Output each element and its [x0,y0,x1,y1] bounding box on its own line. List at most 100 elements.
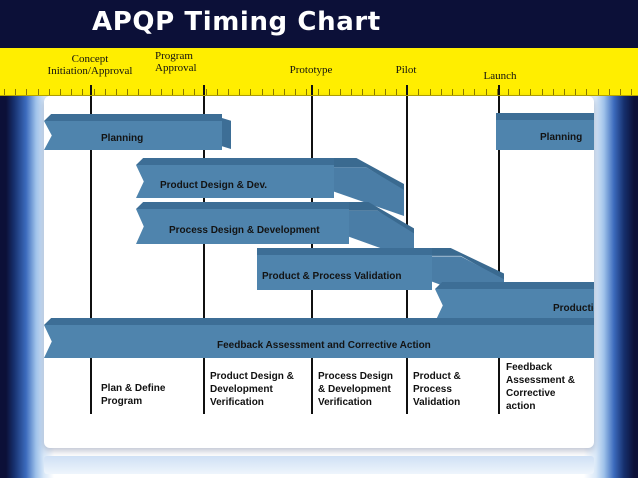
ruler-tick [15,89,16,96]
milestone-label-prototype: Prototype [289,64,333,76]
ruler-tick [441,89,442,96]
ruler-tick [138,89,139,96]
ruler-tick [161,89,162,96]
milestone-line-launch [498,96,500,408]
bar-face [257,255,432,290]
ruler-tick [553,89,554,96]
ruler-tick [452,89,453,96]
ruler-milestone-marker [90,85,92,96]
ruler-tick [374,89,375,96]
deliverable-separator-3 [311,364,313,414]
ruler-tick [49,89,50,96]
ruler-tick [418,89,419,96]
bar-top-bevel [149,158,334,165]
phase-label-planning-right: Planning [540,132,583,143]
ruler-tick [575,89,576,96]
ruler-tick [150,89,151,96]
page-title: APQP Timing Chart [92,7,381,37]
bar-face [448,289,594,322]
ruler-tick [340,89,341,96]
ruler-tick [318,89,319,96]
ruler-tick [273,89,274,96]
ruler-tick [351,89,352,96]
ruler-tick [284,89,285,96]
ruler-tick [116,89,117,96]
ruler-tick [542,89,543,96]
ruler-tick [385,89,386,96]
bar-top-bevel [57,114,222,121]
ruler-tick [463,89,464,96]
bar-face [57,121,222,150]
ruler-milestone-marker [203,85,205,96]
ruler-tick [250,89,251,96]
ruler-tick [105,89,106,96]
ruler-tick [82,89,83,96]
ruler-tick [362,89,363,96]
bar-left-notch-icon [136,209,149,244]
bar-top-bevel [149,202,349,209]
ruler-baseline [0,95,638,96]
ruler-tick [609,89,610,96]
ruler-tick [262,89,263,96]
bar-left-notch-top-icon [136,202,149,209]
milestone-label-concept-initiation-approval: Concept Initiation/Approval [47,53,133,77]
phase-bar-planning-left[interactable]: Planning [44,114,231,150]
deliverable-product-design-and-development-verification: Product Design & Development Verificatio… [210,371,294,408]
bar-top-bevel [496,113,594,120]
ruler-milestone-marker [406,85,408,96]
bar-left-notch-icon [136,165,149,198]
ruler-tick [71,89,72,96]
phase-label-product-design-and-dev: Product Design & Dev. [160,180,268,191]
ruler-tick [474,89,475,96]
ruler-tick [329,89,330,96]
phase-bar-planning-right[interactable]: Planning [496,113,594,150]
phase-bar-process-design-and-development[interactable]: Process Design & Development [136,202,349,244]
deliverable-process-design-and-development-verification: Process Design & Development Verificatio… [318,371,394,408]
deliverable-separator-4 [406,364,408,414]
ruler-tick [586,89,587,96]
deliverable-separator-1 [90,364,92,414]
ruler-tick [206,89,207,96]
ruler-tick-marks [0,85,638,96]
phase-bar-product-and-process-validation[interactable]: Product & Process Validation [257,248,432,290]
ruler-tick [631,89,632,96]
ruler-tick [239,89,240,96]
ruler-tick [620,89,621,96]
bar-top-bevel [448,282,594,289]
ruler-tick [94,89,95,96]
milestone-line-program-approval [203,96,205,408]
milestone-label-program-approval: Program Approval [155,50,197,74]
bar-left-notch-top-icon [435,282,448,289]
phase-bar-production[interactable]: Production [435,282,594,322]
title-band [0,0,638,48]
deliverable-feedback-assessment-and-corrective-action: Feedback Assessment & Corrective action [506,362,575,412]
ruler-tick [60,89,61,96]
ruler-tick [4,89,5,96]
deliverable-product-and-process-validation: Product & Process Validation [413,371,461,408]
ruler-tick [172,89,173,96]
deliverable-separator-5 [498,364,500,414]
ruler-tick [295,89,296,96]
bar-face [149,209,349,244]
bar-right-bevel [222,118,231,149]
phase-label-production: Production [553,303,594,314]
chart-card: Planning Planning Product Design & Dev. [44,96,594,448]
bar-left-notch-icon [44,325,57,358]
phase-label-product-and-process-validation: Product & Process Validation [262,271,402,282]
bar-left-notch-top-icon [44,318,57,325]
ruler-tick [194,89,195,96]
ruler-tick [598,89,599,96]
phase-bar-feedback-assessment-and-corrective-action[interactable]: Feedback Assessment and Corrective Actio… [44,318,594,358]
ruler-tick [306,89,307,96]
ruler-tick [564,89,565,96]
ruler-tick [127,89,128,96]
ruler-tick [519,89,520,96]
bar-left-notch-icon [44,121,57,150]
deliverables-table: Plan & Define Program Product Design & D… [44,362,594,422]
ruler-tick [217,89,218,96]
phase-bar-product-design-and-dev[interactable]: Product Design & Dev. [136,158,334,198]
ruler-tick [183,89,184,96]
bar-left-notch-top-icon [44,114,57,121]
ruler-tick [508,89,509,96]
